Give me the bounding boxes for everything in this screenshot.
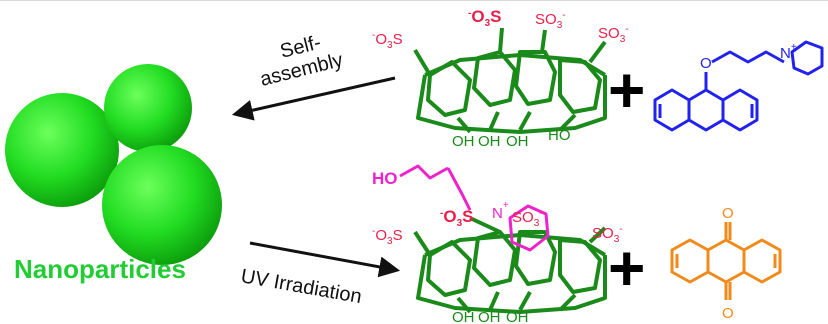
hydroxyl-group: OH: [452, 309, 475, 324]
hydroxyl-group-guest: HO: [372, 169, 398, 188]
sulfonate-group: SO3-: [512, 208, 543, 229]
nanoparticle-sphere-top: [104, 64, 192, 152]
carbonyl-oxygen: O: [722, 305, 734, 322]
sulfonate-group-highlight: -O3S: [440, 207, 473, 229]
uv-irradiation-label: UV Irradiation: [239, 265, 363, 308]
nanoparticle-sphere-bottom: [102, 145, 222, 265]
carbonyl-oxygen: O: [722, 205, 734, 222]
pyridinium-nitrogen: N+: [780, 42, 797, 62]
sulfonate-group: SO3-: [535, 10, 566, 31]
nanoparticle-cluster: [5, 64, 222, 265]
anthracene-pyridinium-guest: O N+: [653, 40, 824, 132]
nanoparticle-sphere-left: [5, 93, 119, 207]
plus-sign-top: +: [608, 54, 645, 126]
nanoparticles-label: Nanoparticles: [14, 254, 186, 284]
sulfonate-group: -O3S: [372, 30, 403, 51]
sulfonate-group: SO3-: [592, 224, 623, 245]
ether-oxygen: O: [700, 55, 712, 72]
uv-irradiation-arrow: UV Irradiation: [239, 241, 401, 308]
sulfonate-group-highlight: -O3S: [468, 7, 501, 29]
anthraquinone: O O: [670, 205, 782, 322]
calixarene-bottom: HO -O3S -O3S N+ SO3- SO3- OH OH OH: [372, 164, 623, 324]
hydroxyl-group: OH: [506, 133, 529, 150]
hydroxyl-group: OH: [478, 309, 501, 324]
hydroxyl-group: OH: [506, 309, 529, 324]
sulfonate-group: SO3-: [598, 24, 629, 45]
plus-sign-bottom: +: [608, 232, 645, 304]
hydroxyl-group: OH: [452, 133, 475, 150]
pyridinium-nitrogen-guest: N+: [492, 200, 509, 222]
hydroxyl-group: HO: [548, 127, 571, 144]
self-assembly-arrow: Self- assembly: [231, 32, 396, 121]
sulfonate-group: -O3S: [372, 226, 403, 247]
calixarene-top: -O3S -O3S SO3- SO3- OH OH OH HO: [372, 7, 629, 150]
top-border: [0, 0, 828, 1]
hydroxyl-group: OH: [478, 133, 501, 150]
